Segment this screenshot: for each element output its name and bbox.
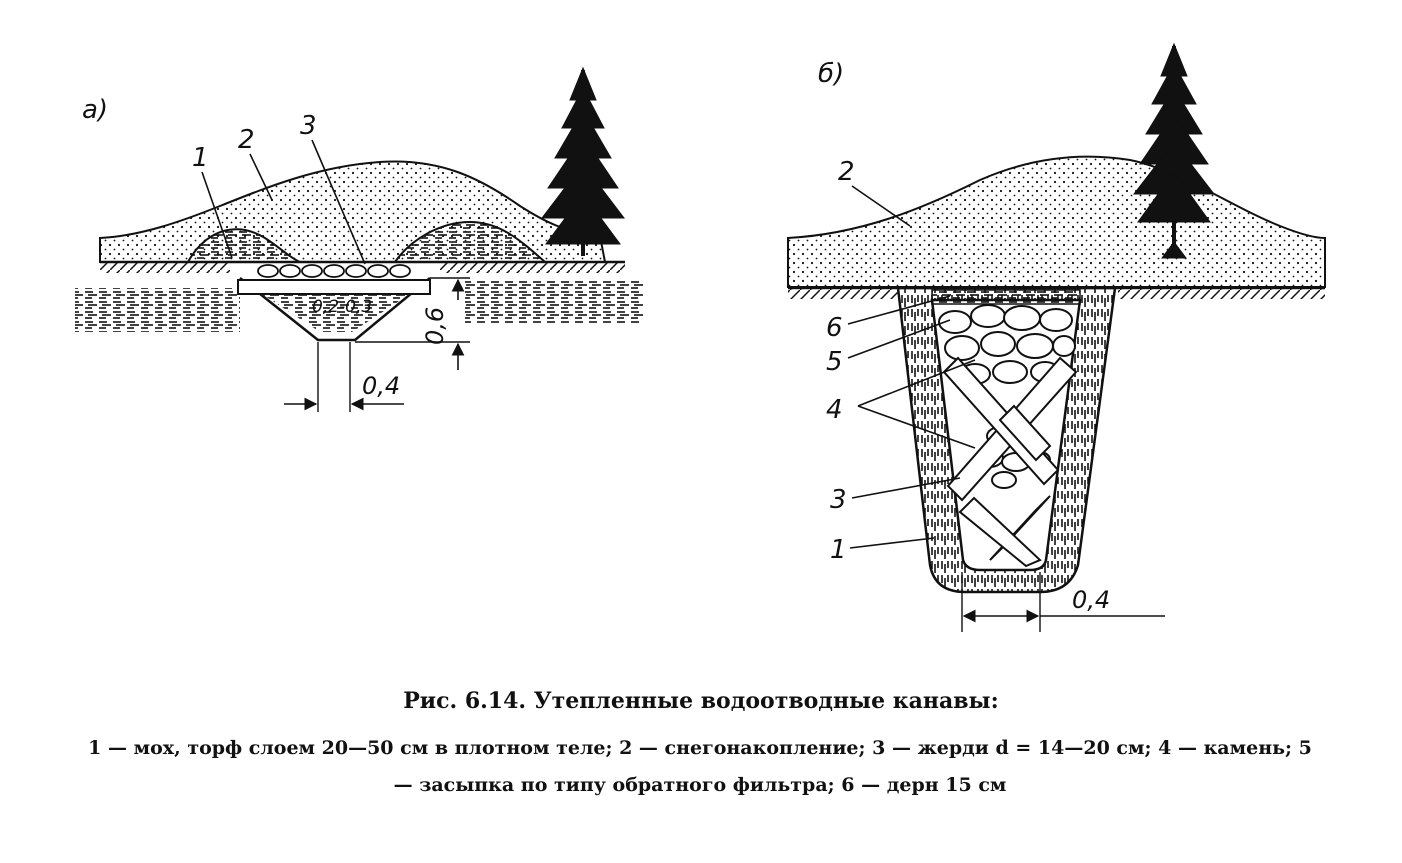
leader-5-b bbox=[847, 319, 951, 359]
leader-4b-b bbox=[857, 405, 976, 449]
panel-a-title: а) bbox=[82, 95, 108, 125]
stone-fill-upper-b bbox=[938, 304, 1076, 385]
dim-bottom-b: 0,4 bbox=[1072, 586, 1110, 614]
label-1-a: 1 bbox=[192, 143, 209, 173]
leader-1-b bbox=[849, 537, 935, 549]
ditch-lining-a bbox=[262, 294, 410, 332]
leader-2-a bbox=[249, 153, 273, 201]
peat-layer-right-a bbox=[465, 280, 645, 324]
label-5-b: 5 bbox=[826, 347, 843, 377]
label-2-a: 2 bbox=[238, 125, 255, 155]
label-4-b: 4 bbox=[826, 395, 843, 425]
ground-hatch-left-a bbox=[100, 263, 230, 273]
sod-layer-b bbox=[931, 289, 1081, 305]
ditch-a bbox=[239, 277, 431, 342]
panel-a: а) 1 2 3 bbox=[75, 66, 645, 412]
panel-b-title: б) bbox=[818, 59, 844, 89]
leader-2-b bbox=[851, 185, 911, 227]
moss-berm-right-a bbox=[393, 220, 548, 263]
pole-deck-a bbox=[237, 279, 431, 295]
label-3-b: 3 bbox=[830, 485, 847, 515]
figure-caption-title: Рис. 6.14. Утепленные водоотводные канав… bbox=[403, 688, 999, 714]
label-3-a: 3 bbox=[300, 111, 317, 141]
dim-bottom-a: 0,4 bbox=[362, 372, 400, 400]
leader-6-b bbox=[847, 295, 951, 325]
figure-caption-legend: 1 — мох, торф слоем 20—50 см в плотном т… bbox=[88, 737, 1312, 796]
figure-drawing: а) 1 2 3 bbox=[75, 42, 1326, 632]
leader-3-b bbox=[851, 477, 961, 499]
ground-hatch-right-a bbox=[440, 263, 625, 273]
tree-icon bbox=[540, 66, 626, 256]
poles-cross-b bbox=[942, 356, 1078, 568]
ground-hatch-left-b bbox=[788, 289, 898, 299]
dim-depth-a: 0,6 bbox=[421, 307, 449, 345]
snow-mound-b bbox=[787, 155, 1326, 288]
tree-icon bbox=[1132, 42, 1216, 259]
label-1-b: 1 bbox=[830, 535, 847, 565]
leader-1-a bbox=[201, 171, 233, 259]
panel-b: б) bbox=[787, 42, 1326, 632]
moss-berm-left-a bbox=[186, 228, 301, 263]
dim-inner-width-a: 0,2-0,3 bbox=[312, 297, 372, 317]
ground-hatch-right-b bbox=[1118, 289, 1325, 299]
poles-row-a bbox=[257, 264, 411, 278]
label-6-b: 6 bbox=[826, 313, 843, 343]
leader-4a-b bbox=[857, 359, 976, 407]
peat-layer-left-a bbox=[75, 288, 240, 332]
label-2-b: 2 bbox=[838, 157, 855, 187]
leader-3-a bbox=[311, 139, 366, 265]
snow-mound-a bbox=[99, 160, 607, 263]
